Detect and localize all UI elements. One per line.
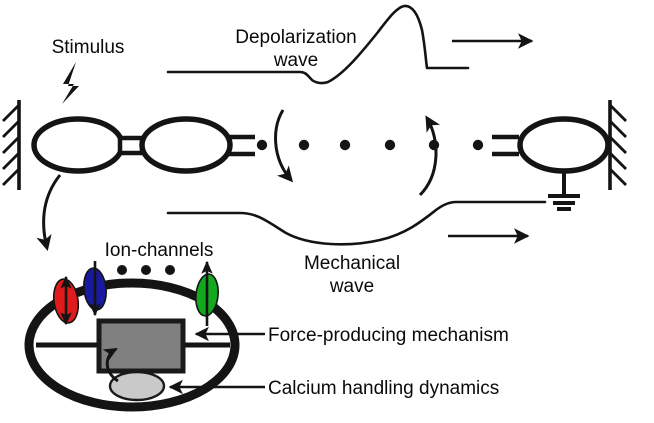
electrical-ground-icon xyxy=(548,171,580,211)
calcium-handling-dynamics-label: Calcium handling dynamics xyxy=(268,378,499,399)
force-producing-mechanism-label: Force-producing mechanism xyxy=(268,325,509,346)
depolarization-to-cell-arrow-icon xyxy=(274,109,294,183)
intercell-dot xyxy=(384,139,396,151)
lightning-bolt-icon xyxy=(62,62,79,104)
zoomed-cell-membrane xyxy=(24,278,240,412)
mechanical-wave-trace xyxy=(166,200,547,246)
ion-channel-dot xyxy=(117,265,127,275)
ion-channels-label: Ion-channels xyxy=(105,240,214,261)
intercell-dot xyxy=(339,139,351,151)
ion-channel-dot xyxy=(141,265,151,275)
ion-channel-dot xyxy=(165,265,175,275)
calcium-to-force-arrow-icon xyxy=(102,347,119,383)
gap-junction-left xyxy=(117,135,145,156)
blue-ion-channel xyxy=(83,261,107,317)
left-wall-anchor-icon xyxy=(2,100,21,190)
green-ion-channel xyxy=(195,260,219,326)
intercell-dot xyxy=(298,139,310,151)
ion-channel-dot-row xyxy=(117,265,175,275)
intercell-dot xyxy=(256,139,268,151)
depolarization-wave-trace xyxy=(166,4,470,85)
cell-to-mechanical-arrow-icon xyxy=(418,115,441,197)
intercell-dot-row xyxy=(256,139,484,151)
calcium-handling-blob xyxy=(108,370,166,402)
cell-body-second xyxy=(139,116,233,174)
right-wall-anchor-icon xyxy=(608,100,627,190)
force-producing-mechanism-box xyxy=(96,318,186,374)
mechanical-wave-label-line1: Mechanical xyxy=(304,253,400,274)
cell-body-left xyxy=(31,116,125,174)
depolarization-wave-label-line1: Depolarization xyxy=(235,27,356,48)
stimulus-to-cell-arrow-icon xyxy=(36,174,62,252)
cell-body-right xyxy=(517,116,611,174)
stimulus-label: Stimulus xyxy=(52,37,125,58)
red-ion-channel xyxy=(52,275,80,326)
depolarization-wave-label-line2: wave xyxy=(273,50,318,71)
mechanical-wave-label-line2: wave xyxy=(329,276,374,297)
intercell-dot xyxy=(472,139,484,151)
